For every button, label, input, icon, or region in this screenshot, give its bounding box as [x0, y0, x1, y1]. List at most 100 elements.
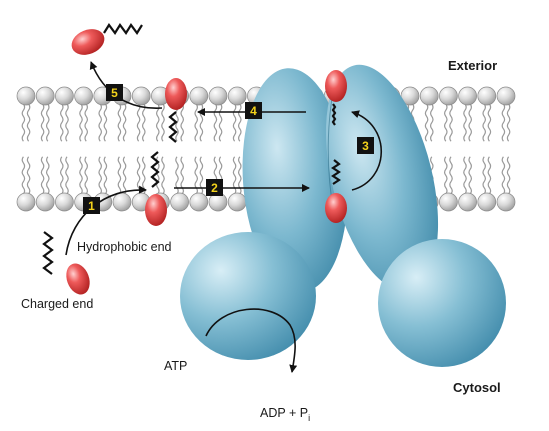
membrane-lipid-head [227, 86, 247, 106]
membrane-lipid-head [55, 192, 74, 212]
lipid-tail [142, 156, 146, 195]
membrane-lipid-head [496, 86, 516, 106]
lipid-tail [98, 156, 102, 195]
lipid-tail [65, 156, 69, 195]
lipid-tail [430, 103, 434, 142]
lipid-tail [136, 103, 141, 142]
lipid-tail [60, 103, 64, 142]
lipid-tail [117, 156, 122, 195]
lipid-tail [487, 103, 492, 142]
membrane-lipid-head [16, 86, 36, 106]
lipid-tail [84, 156, 88, 195]
membrane-lipid-head [477, 192, 497, 212]
lipid-inner-leaflet [145, 151, 167, 226]
lipid-released [71, 23, 143, 55]
flippase-protein [180, 64, 506, 367]
arrow-step-3 [351, 110, 383, 191]
lipid-tail [79, 156, 83, 195]
lipid-tail [468, 103, 472, 142]
lipid-tail [161, 156, 165, 195]
lipid-tail [444, 156, 448, 195]
membrane-lipid-head [35, 86, 55, 106]
protein-right-domain [325, 64, 439, 292]
lipid-head-released [71, 29, 105, 55]
lipid-tail [506, 156, 511, 195]
lipid-tail [232, 103, 237, 142]
membrane-lipid-head [74, 86, 93, 106]
step-marker-2: 2 [206, 179, 223, 196]
label-charged-end: Charged end [21, 297, 93, 311]
step-marker-5: 5 [106, 84, 123, 101]
lipid-tail [142, 103, 146, 142]
lipid-tail [463, 103, 467, 142]
membrane-lipid-head [35, 192, 55, 212]
lipid-tail [213, 103, 218, 142]
lipid-tail [449, 103, 453, 142]
membrane-lipid-head [419, 86, 439, 106]
lipid-tail [122, 156, 127, 195]
lipid-tail [444, 103, 448, 142]
step-marker-4: 4 [245, 102, 262, 119]
lipid-tail [468, 156, 472, 195]
membrane-lipid-head [458, 192, 477, 212]
lipid-tail [98, 103, 102, 142]
membrane-lipid-head [189, 86, 209, 106]
lipid-tail [501, 103, 506, 142]
lipid-tail [40, 156, 45, 195]
membrane-lipid-head [112, 192, 132, 212]
membrane-lipid-head [170, 192, 189, 212]
lipid-tail [46, 156, 50, 195]
membrane-lipid-head [458, 86, 477, 106]
protein-lower-right-lobe [378, 239, 506, 367]
lipid-tail [103, 103, 108, 142]
lipid-tail [65, 103, 69, 142]
lipid-tail [194, 103, 198, 142]
lipid-outer-leaflet [165, 78, 187, 143]
lipid-tail [218, 103, 223, 142]
lipid-tail [180, 103, 184, 142]
lipid-tail [482, 103, 486, 142]
arrow-atp-hydrolysis [205, 308, 298, 373]
lipid-tail [449, 156, 453, 195]
lipid-tail [122, 103, 127, 142]
step-number-2: 2 [211, 181, 218, 195]
lipid-tail [103, 156, 108, 195]
lipid-head-charged [66, 263, 90, 295]
lipid-tail [26, 103, 31, 142]
step-marker-3: 3 [357, 137, 374, 154]
membrane-lipid-head [131, 86, 151, 106]
membrane-lipid-head [496, 192, 516, 212]
step-number-1: 1 [88, 199, 95, 213]
lipid-tail [26, 156, 31, 195]
membrane-lipid-head [189, 192, 209, 212]
membrane-lipid-head [55, 86, 74, 106]
label-adp-pi: ADP + Pi [260, 406, 310, 423]
label-exterior: Exterior [448, 58, 497, 73]
lipid-tail [487, 156, 492, 195]
lipid-head-inner [145, 194, 167, 226]
lipid-tail [156, 103, 160, 142]
lipid-tail [175, 103, 179, 142]
lipid-tail [21, 103, 26, 142]
lipid-tail [117, 103, 122, 142]
lipid-tail [199, 103, 204, 142]
membrane-lipid-head [227, 192, 247, 212]
membrane-lipid-head [439, 192, 458, 212]
lipid-tail [238, 103, 242, 142]
lipid-tail [501, 156, 506, 195]
lipid-head-outer [165, 78, 187, 110]
membrane-lipid-head [208, 86, 228, 106]
lipid-head-groove-bottom [325, 193, 347, 223]
step-number-4: 4 [250, 104, 257, 118]
lipid-tail [136, 156, 141, 195]
lipid-free-bottom [42, 231, 90, 295]
lipid-tail [79, 103, 83, 142]
lipid-tail [60, 156, 64, 195]
lipid-tail [46, 103, 50, 142]
lipid-in-transit [325, 70, 347, 223]
label-atp: ATP [164, 359, 187, 373]
lipid-tail [21, 156, 26, 195]
protein-lower-left-lobe [180, 232, 316, 360]
